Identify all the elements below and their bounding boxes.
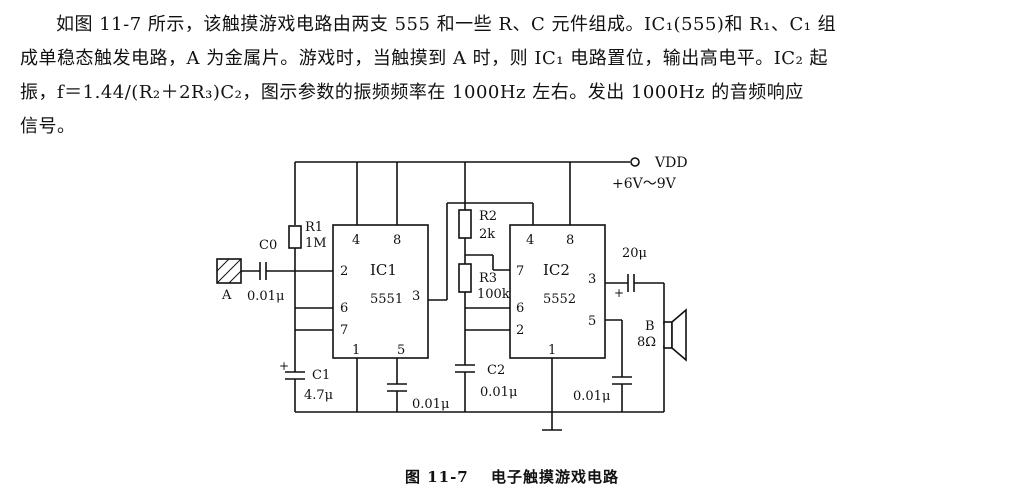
ic1-pin3: 3 <box>412 289 420 304</box>
paragraph-line-4: 信号。 <box>20 116 76 137</box>
ic1-pin2: 2 <box>340 264 348 279</box>
speaker-name: B <box>645 319 655 334</box>
c0-name: C0 <box>259 238 277 253</box>
caption-number: 图 11-7 <box>404 468 469 486</box>
ic2-pin7: 7 <box>516 264 524 279</box>
r2-name: R2 <box>479 209 497 224</box>
r2-r3-network: R2 2k R3 100k C2 0.01μ <box>455 209 517 412</box>
timing-network-ic1: + C1 4.7μ <box>279 307 333 412</box>
c0-value: 0.01μ <box>247 289 284 304</box>
ic1-ground-wiring: 0.01μ <box>356 358 449 412</box>
r1-value: 1M <box>305 236 327 251</box>
c2-value: 0.01μ <box>480 385 517 400</box>
svg-text:+: + <box>279 359 289 373</box>
ic2-pin2: 2 <box>516 323 524 338</box>
r1-name: R1 <box>305 220 323 235</box>
speaker-icon <box>663 321 673 349</box>
touch-input: A C0 0.01μ <box>216 238 333 304</box>
ic1-block: 4 8 2 IC1 6 5551 3 7 1 5 <box>332 224 429 359</box>
speaker-value: 8Ω <box>637 335 656 350</box>
c-ic2-pin5-value: 0.01μ <box>573 389 610 404</box>
paragraph-line-1: 如图 11-7 所示，该触摸游戏电路由两支 555 和一些 R、C 元件组成。I… <box>56 14 837 35</box>
ic1-name: IC1 <box>370 261 397 279</box>
supply-rail: VDD +6V～9V <box>294 155 688 225</box>
r2-value: 2k <box>479 227 495 242</box>
ic1-type: 5551 <box>370 292 403 307</box>
c1-value: 4.7μ <box>304 388 333 403</box>
ic2-pin4: 4 <box>526 233 534 248</box>
output-stage: + 20μ B 8Ω <box>605 246 687 412</box>
r1-resistor: R1 1M <box>288 220 327 330</box>
paragraph-line-2: 成单稳态触发电路，A 为金属片。游戏时，当触摸到 A 时，则 IC₁ 电路置位，… <box>20 48 829 69</box>
ic2-pin5: 5 <box>588 314 596 329</box>
ic1-pin1: 1 <box>352 343 360 358</box>
c-ic1-pin5-value: 0.01μ <box>412 397 449 412</box>
ic2-pin1: 1 <box>548 343 556 358</box>
supply-voltage-label: +6V～9V <box>612 176 677 192</box>
c2-name: C2 <box>487 363 505 378</box>
ic2-name: IC2 <box>543 261 570 279</box>
ic2-pin8: 8 <box>566 233 574 248</box>
ic1-pin7: 7 <box>340 323 348 338</box>
ic1-pin5: 5 <box>397 343 405 358</box>
description-paragraph: 如图 11-7 所示，该触摸游戏电路由两支 555 和一些 R、C 元件组成。I… <box>20 8 980 144</box>
ic1-output-wire <box>428 202 534 301</box>
svg-text:+: + <box>614 286 624 300</box>
ic1-pin8: 8 <box>393 233 401 248</box>
r3-value: 100k <box>477 287 510 302</box>
c-out-value: 20μ <box>622 246 647 261</box>
ic2-pin3: 3 <box>588 272 596 287</box>
ic2-block: 4 8 7 IC2 3 5552 6 5 2 1 <box>509 224 606 359</box>
ic2-pin5-cap: 0.01μ <box>573 319 632 412</box>
figure-caption: 图 11-7 电子触摸游戏电路 <box>0 466 1024 487</box>
ic2-pin6: 6 <box>516 301 524 316</box>
paragraph-line-3: 振，f＝1.44/(R₂＋2R₃)C₂，图示参数的振频频率在 1000Hz 左右… <box>20 82 804 103</box>
ic1-pin6: 6 <box>340 301 348 316</box>
vdd-label: VDD <box>654 155 688 171</box>
ic2-type: 5552 <box>543 292 576 307</box>
vdd-terminal <box>630 157 640 167</box>
r3-name: R3 <box>479 271 497 286</box>
touch-plate-label: A <box>221 288 232 303</box>
ic1-pin4: 4 <box>352 233 360 248</box>
c1-name: C1 <box>312 368 330 383</box>
caption-title: 电子触摸游戏电路 <box>490 468 619 486</box>
